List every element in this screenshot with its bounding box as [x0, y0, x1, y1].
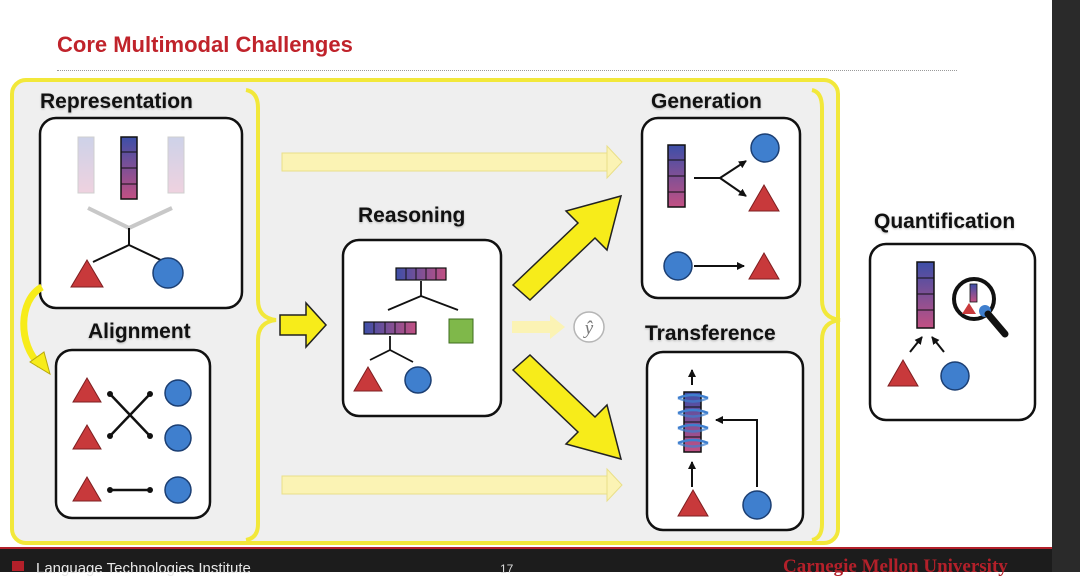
representation-box [38, 116, 244, 310]
triangle-shape [70, 259, 104, 288]
transference-content [677, 369, 772, 520]
right-bracket [811, 88, 841, 542]
left-bracket [245, 88, 277, 542]
magnifier-icon [952, 277, 1009, 338]
side-strip [1052, 0, 1080, 572]
quantification-box [868, 242, 1037, 422]
representation-fork [92, 228, 166, 263]
challenges-diagram: ŷ [10, 78, 1037, 545]
alignment-content [72, 377, 192, 504]
output-arrow [512, 315, 565, 339]
reasoning-box [341, 238, 503, 418]
curve-arrow [20, 283, 44, 368]
generation-arrow [511, 194, 623, 302]
top-skip-arrow [281, 144, 623, 180]
reasoning-content [353, 267, 474, 394]
representation-label: Representation [40, 90, 193, 113]
transference-arrow [511, 353, 623, 461]
output-symbol: ŷ [583, 318, 594, 339]
circle-shape [152, 257, 184, 289]
alignment-label: Alignment [88, 320, 191, 343]
slide-title: Core Multimodal Challenges [57, 32, 353, 57]
generation-content [663, 133, 780, 281]
output-node [573, 311, 605, 343]
quantification-label: Quantification [874, 210, 1016, 233]
title-divider [57, 70, 957, 71]
quantification-content [887, 261, 970, 391]
transference-label: Transference [645, 322, 776, 345]
footer-accent-line [0, 547, 1052, 550]
curve-arrowhead [29, 351, 51, 376]
footer-university: Carnegie Mellon University [783, 556, 1008, 577]
transference-box [645, 350, 805, 532]
input-arrow [279, 301, 328, 349]
lti-logo-icon [12, 561, 24, 571]
footer-institute: Language Technologies Institute [36, 560, 251, 577]
reasoning-label: Reasoning [358, 204, 466, 227]
bottom-skip-arrow [281, 467, 623, 503]
page-number: 17 [500, 562, 514, 576]
generation-label: Generation [651, 90, 762, 113]
representation-vectors [77, 136, 185, 231]
footer-bar [0, 549, 1052, 572]
